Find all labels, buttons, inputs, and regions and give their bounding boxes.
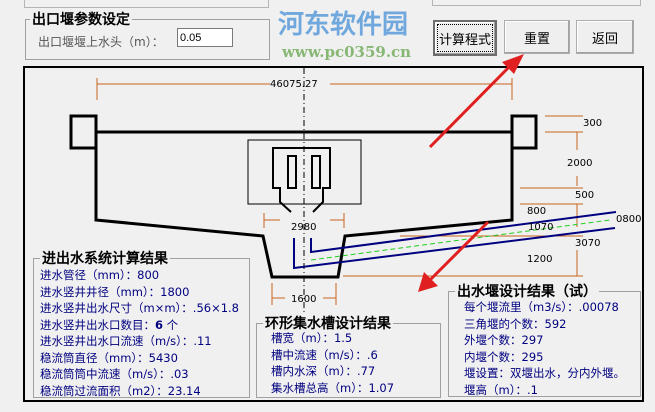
top-field-right — [432, 0, 641, 6]
result-row: 三角堰的个数：592 — [464, 316, 567, 331]
result-row: 堰高（m）：.1 — [464, 382, 538, 397]
trough-results-group: 环形集水槽设计结果 槽宽（m）：1.5 槽中流速（m/s）：.6 槽内水深（m）… — [256, 313, 441, 398]
red-arrow-icon — [418, 54, 524, 292]
dim-1200: 1200 — [527, 254, 552, 265]
dim-300: 300 — [583, 118, 602, 129]
outlet-weir-params-title: 出口堰参数设定 — [30, 9, 132, 29]
dim-500: 500 — [575, 190, 594, 201]
result-row: 集水槽总高（m）：1.07 — [271, 380, 395, 395]
outlet-weir-params-group: 出口堰参数设定 出口堰堰上水头（m）： — [25, 9, 270, 60]
dim-1070: 1070 — [528, 222, 553, 233]
result-row: 槽中流速（m/s）：.6 — [271, 347, 378, 362]
result-row: 进水竖井出水尺寸（m×m）：.56×1.8 — [40, 301, 240, 315]
back-button[interactable]: 返回 — [576, 20, 634, 54]
result-row: 稳流筒筒中流速（m/s）：.03 — [40, 367, 189, 381]
result-row: 槽宽（m）：1.5 — [271, 331, 353, 345]
result-row: 内堰个数：295 — [464, 349, 544, 364]
weir-results-title: 出水堰设计结果（试） — [455, 281, 599, 301]
dim-2980: 2980 — [291, 222, 316, 233]
inout-results-group: 进出水系统计算结果 进水管径（mm）：800 进水竖井井径（mm）：1800 进… — [33, 248, 250, 398]
tank-outline — [69, 114, 538, 279]
result-row: 堰设置：双堰出水，分内外堰。 — [464, 366, 625, 380]
weir-head-input[interactable] — [177, 28, 233, 47]
pipe-centerline — [310, 219, 611, 261]
result-row: 进水管径（mm）：800 — [40, 268, 160, 282]
dim-3070: 3070 — [575, 238, 600, 249]
drawing-panel — [23, 66, 644, 402]
dim-800: 800 — [527, 206, 546, 217]
inout-results-title: 进出水系统计算结果 — [40, 248, 170, 268]
dim-1600: 1600 — [291, 294, 316, 305]
inlet-shaft — [272, 147, 331, 213]
result-row: 进水竖井出水口数目：6 个 — [40, 317, 179, 332]
outlet-pipe — [293, 211, 617, 270]
inlet-well-box — [247, 139, 362, 205]
calc-formula-button[interactable]: 计算程式 — [433, 20, 497, 56]
weir-results-group: 出水堰设计结果（试） 每个堰流里（m3/s）：.00078 三角堰的个数：592… — [448, 281, 641, 397]
outlet-count: 6 — [155, 317, 164, 332]
result-row: 槽内水深（m）：.77 — [271, 364, 376, 378]
dim-total-width: 46075.27 — [270, 79, 318, 90]
dim-0800: 0800 — [616, 214, 641, 225]
trough-results-title: 环形集水槽设计结果 — [263, 313, 393, 333]
dim-2000: 2000 — [567, 158, 592, 169]
result-row: 进水竖井井径（mm）：1800 — [40, 284, 190, 299]
top-field-left — [24, 0, 269, 8]
result-row: 外堰个数：297 — [464, 333, 544, 347]
result-row: 每个堰流里（m3/s）：.00078 — [464, 300, 619, 314]
reset-button[interactable]: 重置 — [504, 20, 570, 54]
result-row: 进水竖井出水口流速（m/s）：.11 — [40, 334, 212, 348]
weir-head-label: 出口堰堰上水头（m）： — [38, 35, 164, 49]
result-row: 稳流筒过流面积（m2）：23.14 — [40, 383, 201, 398]
result-row: 稳流筒直径（mm）：5430 — [40, 350, 178, 365]
